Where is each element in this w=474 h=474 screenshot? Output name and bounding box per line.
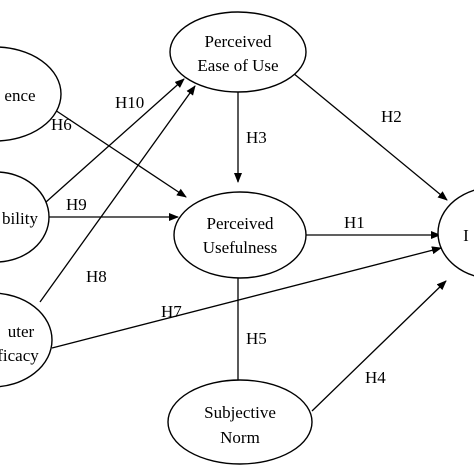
node-computer-self-efficacy-label-line1: uter [8, 322, 35, 341]
node-compatibility: bility [0, 171, 50, 263]
node-perceived-usefulness-shape [173, 191, 307, 279]
node-perceived-ease-of-use-label-line1: Perceived [204, 32, 272, 51]
node-computer-self-efficacy-shape [0, 292, 53, 388]
edge-h6 [54, 109, 187, 198]
edge-h10-label: H10 [115, 93, 144, 112]
node-perceived-usefulness-label-line1: Perceived [206, 214, 274, 233]
node-subjective-norm: Subjective Norm [167, 379, 313, 465]
edge-h3-label: H3 [246, 128, 267, 147]
node-experience: ence [0, 46, 62, 142]
node-compatibility-label: bility [2, 209, 38, 228]
node-subjective-norm-label-line1: Subjective [204, 403, 276, 422]
edge-h4 [311, 280, 447, 412]
node-perceived-ease-of-use: Perceived Ease of Use [169, 11, 307, 93]
node-intention-label: I [463, 226, 469, 245]
edges [39, 72, 448, 412]
edge-h4-label: H4 [365, 368, 386, 387]
edge-labels: H10 H6 H9 H8 H7 H3 H2 H1 H5 H4 [51, 93, 402, 387]
node-perceived-ease-of-use-label-line2: Ease of Use [197, 56, 278, 75]
edge-h2 [292, 72, 448, 201]
edge-h8 [39, 85, 196, 303]
node-perceived-ease-of-use-shape [169, 11, 307, 93]
node-compatibility-shape [0, 171, 50, 263]
node-computer-self-efficacy: uter ficacy [0, 292, 53, 388]
edge-h6-label: H6 [51, 115, 72, 134]
edge-h7 [51, 246, 442, 349]
node-subjective-norm-shape [167, 379, 313, 465]
node-intention-shape [437, 189, 474, 277]
node-computer-self-efficacy-label-line2: ficacy [0, 346, 39, 365]
edge-h5-label: H5 [246, 329, 267, 348]
node-intention: I [437, 189, 474, 277]
edge-h9-label: H9 [66, 195, 87, 214]
edge-h1-label: H1 [344, 213, 365, 232]
edge-h2-label: H2 [381, 107, 402, 126]
edge-h10 [45, 78, 185, 203]
edge-h7-label: H7 [161, 302, 182, 321]
node-subjective-norm-label-line2: Norm [220, 428, 260, 447]
node-perceived-usefulness-label-line2: Usefulness [203, 238, 278, 257]
edge-h8-label: H8 [86, 267, 107, 286]
node-experience-label: ence [4, 86, 35, 105]
node-perceived-usefulness: Perceived Usefulness [173, 191, 307, 279]
node-experience-shape [0, 46, 62, 142]
